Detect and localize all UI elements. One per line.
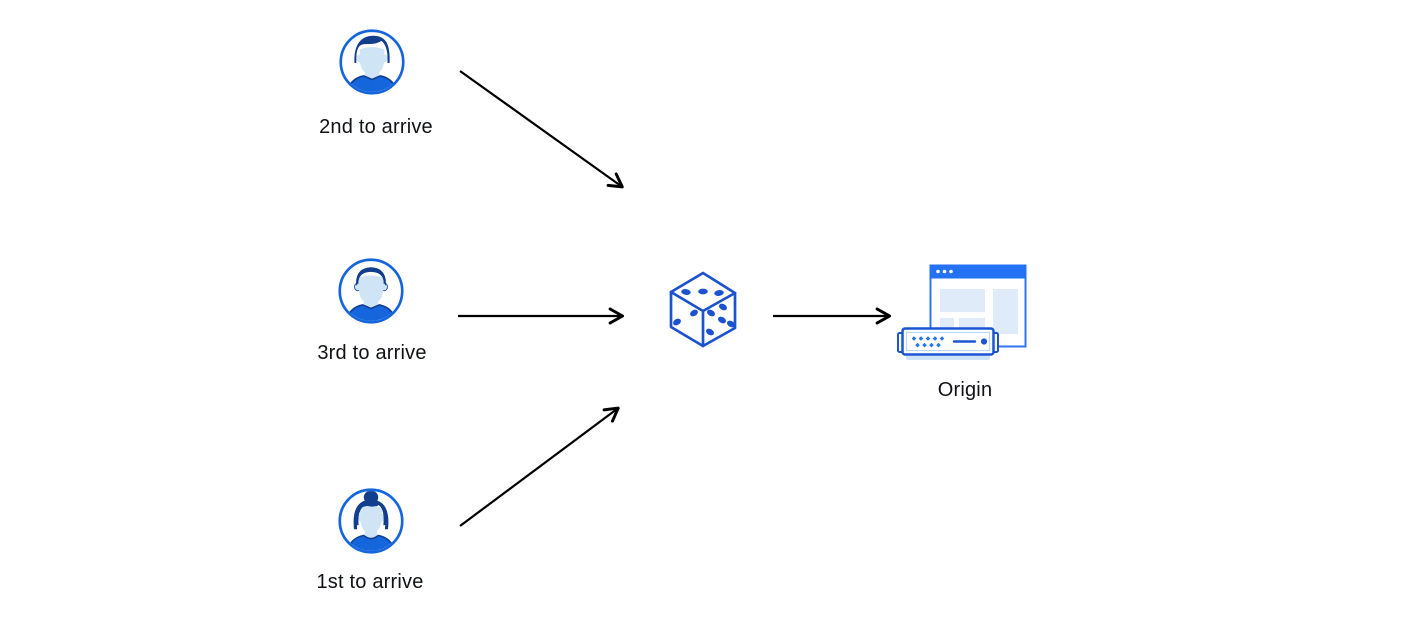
random-selector-node — [667, 265, 739, 349]
visitor-label-1st: 1st to arrive — [316, 571, 424, 593]
origin-server-icon — [896, 260, 1030, 364]
woman-avatar-icon — [338, 488, 404, 554]
man-avatar-icon — [339, 29, 405, 95]
man-avatar-icon — [338, 258, 404, 324]
arrow-visitor-1st-to-dice — [459, 406, 620, 527]
origin-label: Origin — [937, 379, 993, 401]
visitor-label-3rd: 3rd to arrive — [317, 342, 427, 364]
visitor-label-2nd: 2nd to arrive — [319, 116, 433, 138]
arrow-visitor-2nd-to-dice — [459, 70, 624, 189]
dice-icon — [669, 271, 737, 348]
